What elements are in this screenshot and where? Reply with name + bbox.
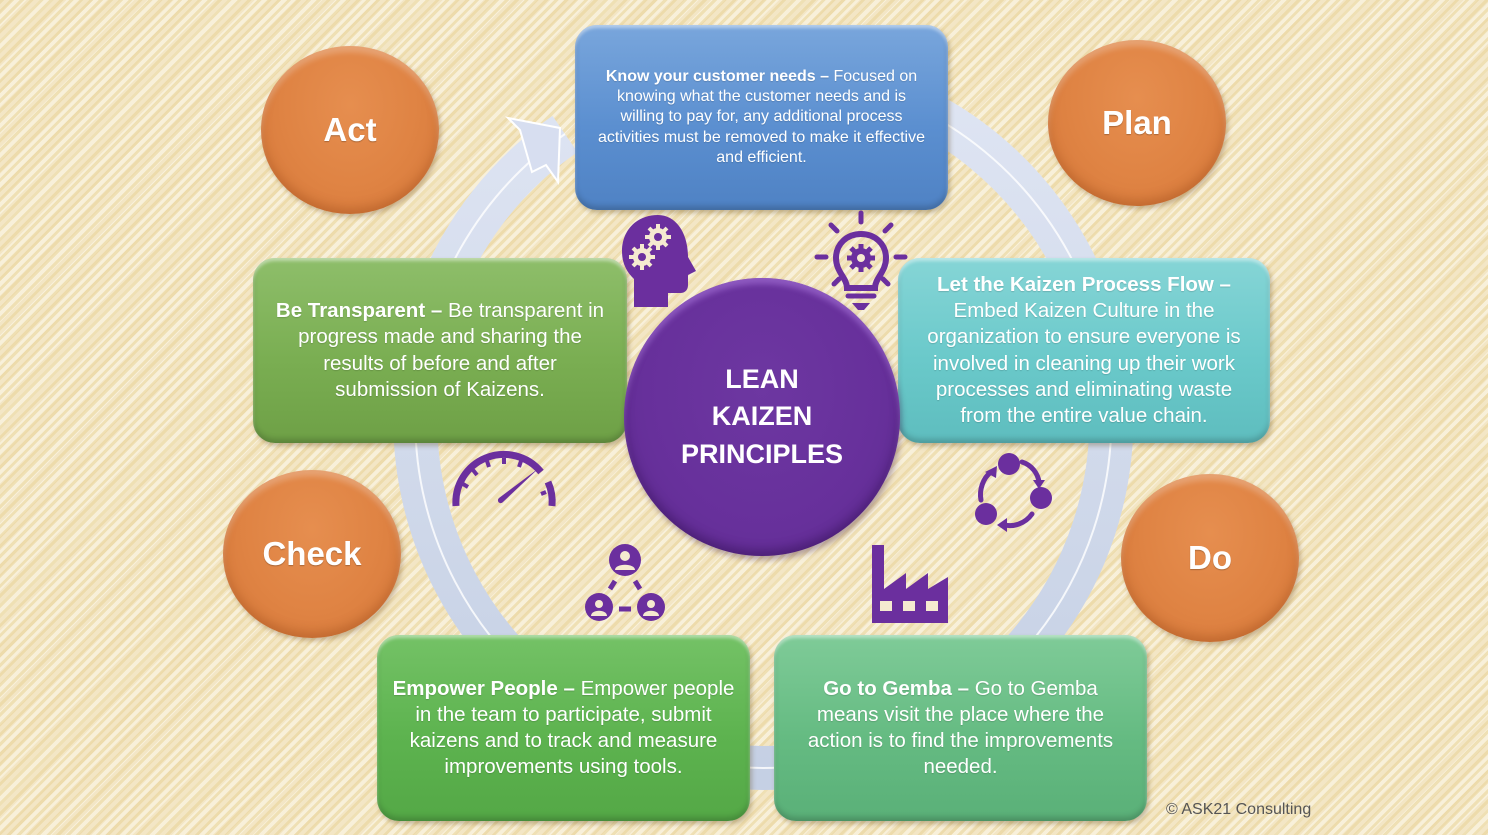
- principle-heading: Be Transparent –: [275, 299, 443, 323]
- do-label: Do: [1188, 539, 1232, 576]
- check-circle: Check: [223, 470, 401, 638]
- plan-label: Plan: [1102, 104, 1172, 141]
- principle-heading: Let the Kaizen Process Flow –: [937, 273, 1231, 297]
- center-title: LEAN KAIZEN PRINCIPLES: [681, 361, 843, 473]
- head-gears-icon: [622, 215, 696, 307]
- principle-text: Know your customer needs – Focused on kn…: [597, 67, 926, 169]
- principle-customer-needs: Know your customer needs – Focused on kn…: [575, 25, 948, 210]
- principle-heading: Empower People –: [392, 676, 575, 700]
- principle-heading: Know your customer needs –: [605, 67, 830, 85]
- principle-body: Focused on knowing what the customer nee…: [598, 67, 925, 166]
- do-circle: Do: [1121, 474, 1299, 642]
- act-label: Act: [323, 111, 377, 148]
- principle-body: Empower people in the team to participat…: [409, 676, 735, 779]
- principle-kaizen-flow: Let the Kaizen Process Flow – Embed Kaiz…: [898, 258, 1270, 443]
- principle-text: Empower People – Empower people in the t…: [391, 676, 736, 780]
- factory-icon: [872, 545, 948, 623]
- principle-text: Be Transparent – Be transparent in progr…: [271, 298, 609, 402]
- title-line-1: LEAN: [725, 364, 799, 395]
- check-label: Check: [262, 535, 362, 572]
- cycle-arrows-icon: [975, 453, 1052, 532]
- title-line-3: PRINCIPLES: [680, 438, 844, 469]
- principle-heading: Go to Gemba –: [823, 676, 970, 700]
- lightbulb-gear-icon: [814, 210, 908, 310]
- speedometer-icon: [452, 450, 556, 507]
- title-line-2: KAIZEN: [711, 401, 813, 432]
- principle-text: Let the Kaizen Process Flow – Embed Kaiz…: [916, 272, 1252, 428]
- principle-empower-people: Empower People – Empower people in the t…: [377, 635, 750, 821]
- principle-body: Go to Gemba means visit the place where …: [807, 676, 1114, 779]
- plan-circle: Plan: [1048, 40, 1226, 206]
- principle-text: Go to Gemba – Go to Gemba means visit th…: [792, 676, 1129, 780]
- people-network-icon: [585, 544, 665, 621]
- act-circle: Act: [261, 46, 439, 214]
- copyright-text: © ASK21 Consulting: [1166, 801, 1312, 818]
- principle-be-transparent: Be Transparent – Be transparent in progr…: [253, 258, 627, 443]
- principle-body: Be transparent in progress made and shar…: [298, 299, 605, 401]
- principle-go-to-gemba: Go to Gemba – Go to Gemba means visit th…: [774, 635, 1147, 821]
- center-title-circle: LEAN KAIZEN PRINCIPLES: [624, 278, 900, 556]
- principle-body: Embed Kaizen Culture in the organization…: [927, 299, 1241, 427]
